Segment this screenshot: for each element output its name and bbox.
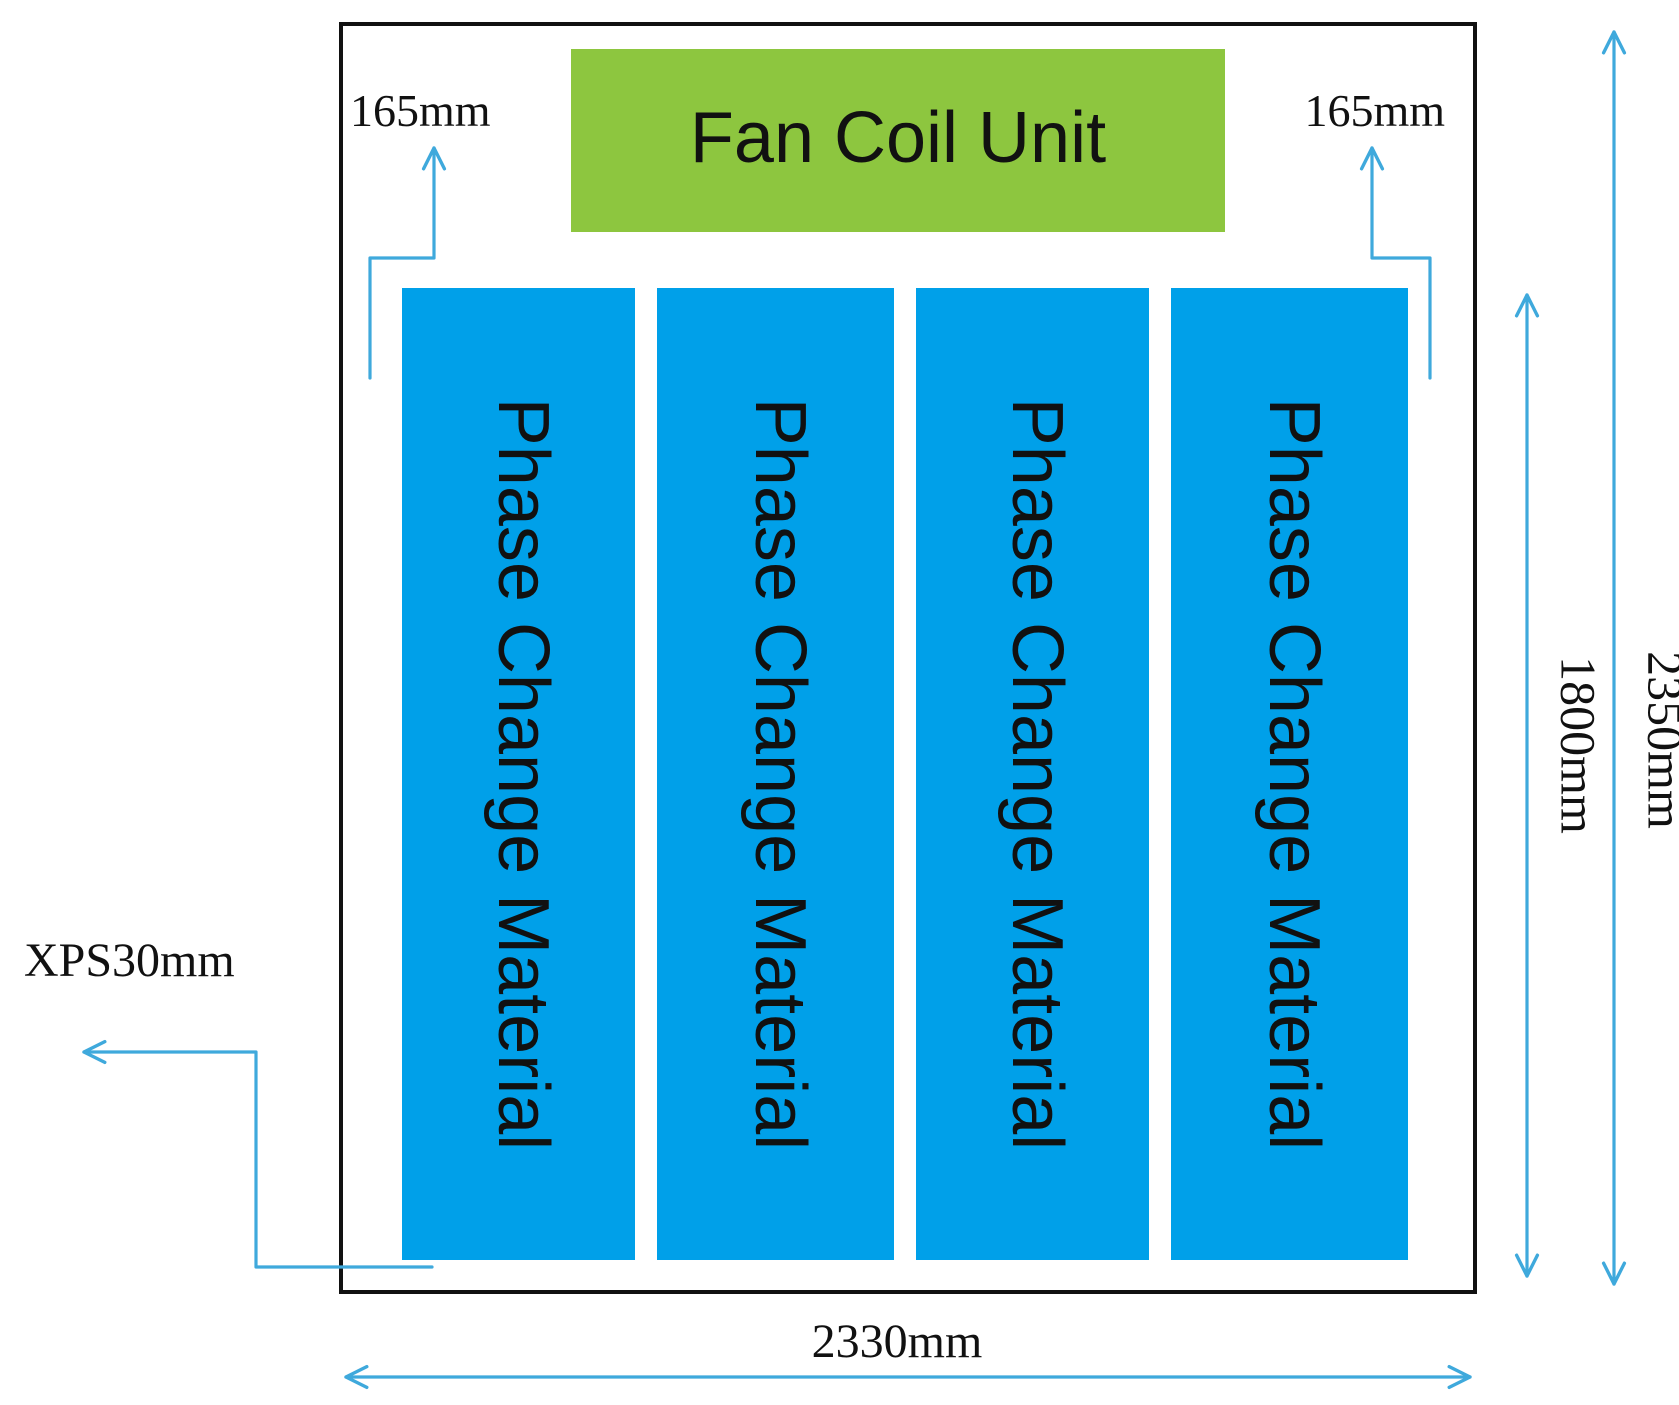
fan-coil-unit-box xyxy=(571,49,1225,232)
pcm-panel-2-label: Phase Change Material xyxy=(740,398,820,1150)
left-gap-leader-arrow xyxy=(368,146,447,380)
pcm-panel-1 xyxy=(402,288,635,1260)
pcm-panel-1-label: Phase Change Material xyxy=(483,398,563,1150)
right-gap-leader-arrow xyxy=(1359,146,1432,380)
pcm-height-label: 1800mm xyxy=(1551,656,1607,834)
total-height-label: 2350mm xyxy=(1638,651,1679,829)
right-gap-label: 165mm xyxy=(1304,85,1445,136)
insulation-label: XPS30mm xyxy=(24,934,235,987)
pcm-panel-2 xyxy=(657,288,894,1260)
pcm-panel-3-label: Phase Change Material xyxy=(997,398,1077,1150)
pcm-panel-4 xyxy=(1171,288,1408,1260)
total-width-label: 2330mm xyxy=(812,1315,983,1368)
insulation-leader-arrow xyxy=(82,1039,434,1269)
fan-coil-unit-label: Fan Coil Unit xyxy=(690,98,1106,178)
left-gap-label: 165mm xyxy=(350,85,491,136)
pcm-panel-3 xyxy=(916,288,1149,1260)
pcm-panels: Phase Change Material Phase Change Mater… xyxy=(402,288,1408,1260)
pcm-panel-4-label: Phase Change Material xyxy=(1254,398,1334,1150)
